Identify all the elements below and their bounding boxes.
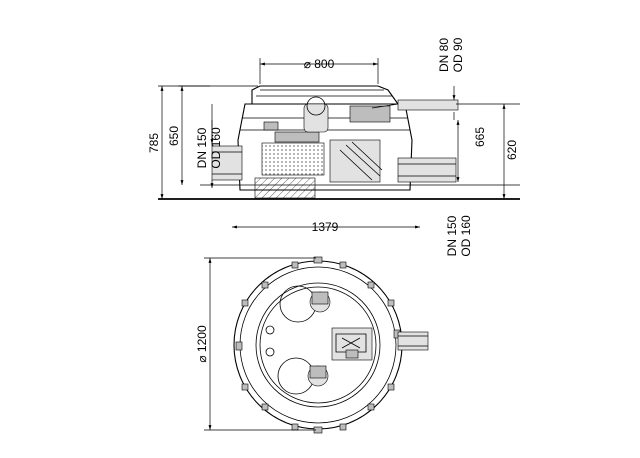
pump-motor-right xyxy=(349,105,391,123)
dim-height-inlet: 650 xyxy=(167,126,181,146)
dim-height-outlet-lower: 620 xyxy=(505,140,519,160)
tank-lid xyxy=(251,85,400,105)
plan-view: ⌀ 1200 xyxy=(195,256,429,434)
dim-width-total: 1379 xyxy=(312,220,339,234)
pump-right xyxy=(329,139,381,183)
pump-column xyxy=(303,103,329,133)
label-outlet-top-dn: DN 80 xyxy=(437,38,451,72)
outlet-pipe-right xyxy=(397,157,457,183)
label-inlet-left-od: OD 160 xyxy=(209,127,223,169)
outlet-pipe-top xyxy=(397,99,459,111)
pump-motor-left xyxy=(274,131,320,143)
pump-housing-left xyxy=(254,177,316,199)
plan-inner-ring xyxy=(255,282,381,408)
label-outlet-top-od: OD 90 xyxy=(451,37,465,72)
dim-diameter-plan: ⌀ 1200 xyxy=(195,325,209,363)
dim-diameter-top: ⌀ 800 xyxy=(304,57,335,71)
plan-outer-ring xyxy=(233,260,403,430)
dim-height-outlet: 665 xyxy=(473,127,487,147)
label-inlet-right-od: OD 160 xyxy=(459,215,473,257)
side-view: ⌀ 800 785 650 DN 150 OD 160 DN 80 OD 90 … xyxy=(147,37,520,257)
label-inlet-right-dn: DN 150 xyxy=(445,215,459,256)
plan-bolts xyxy=(235,256,401,434)
plan-outlet-pipe xyxy=(397,331,429,351)
label-inlet-left-dn: DN 150 xyxy=(195,127,209,168)
dim-height-total: 785 xyxy=(147,133,161,153)
